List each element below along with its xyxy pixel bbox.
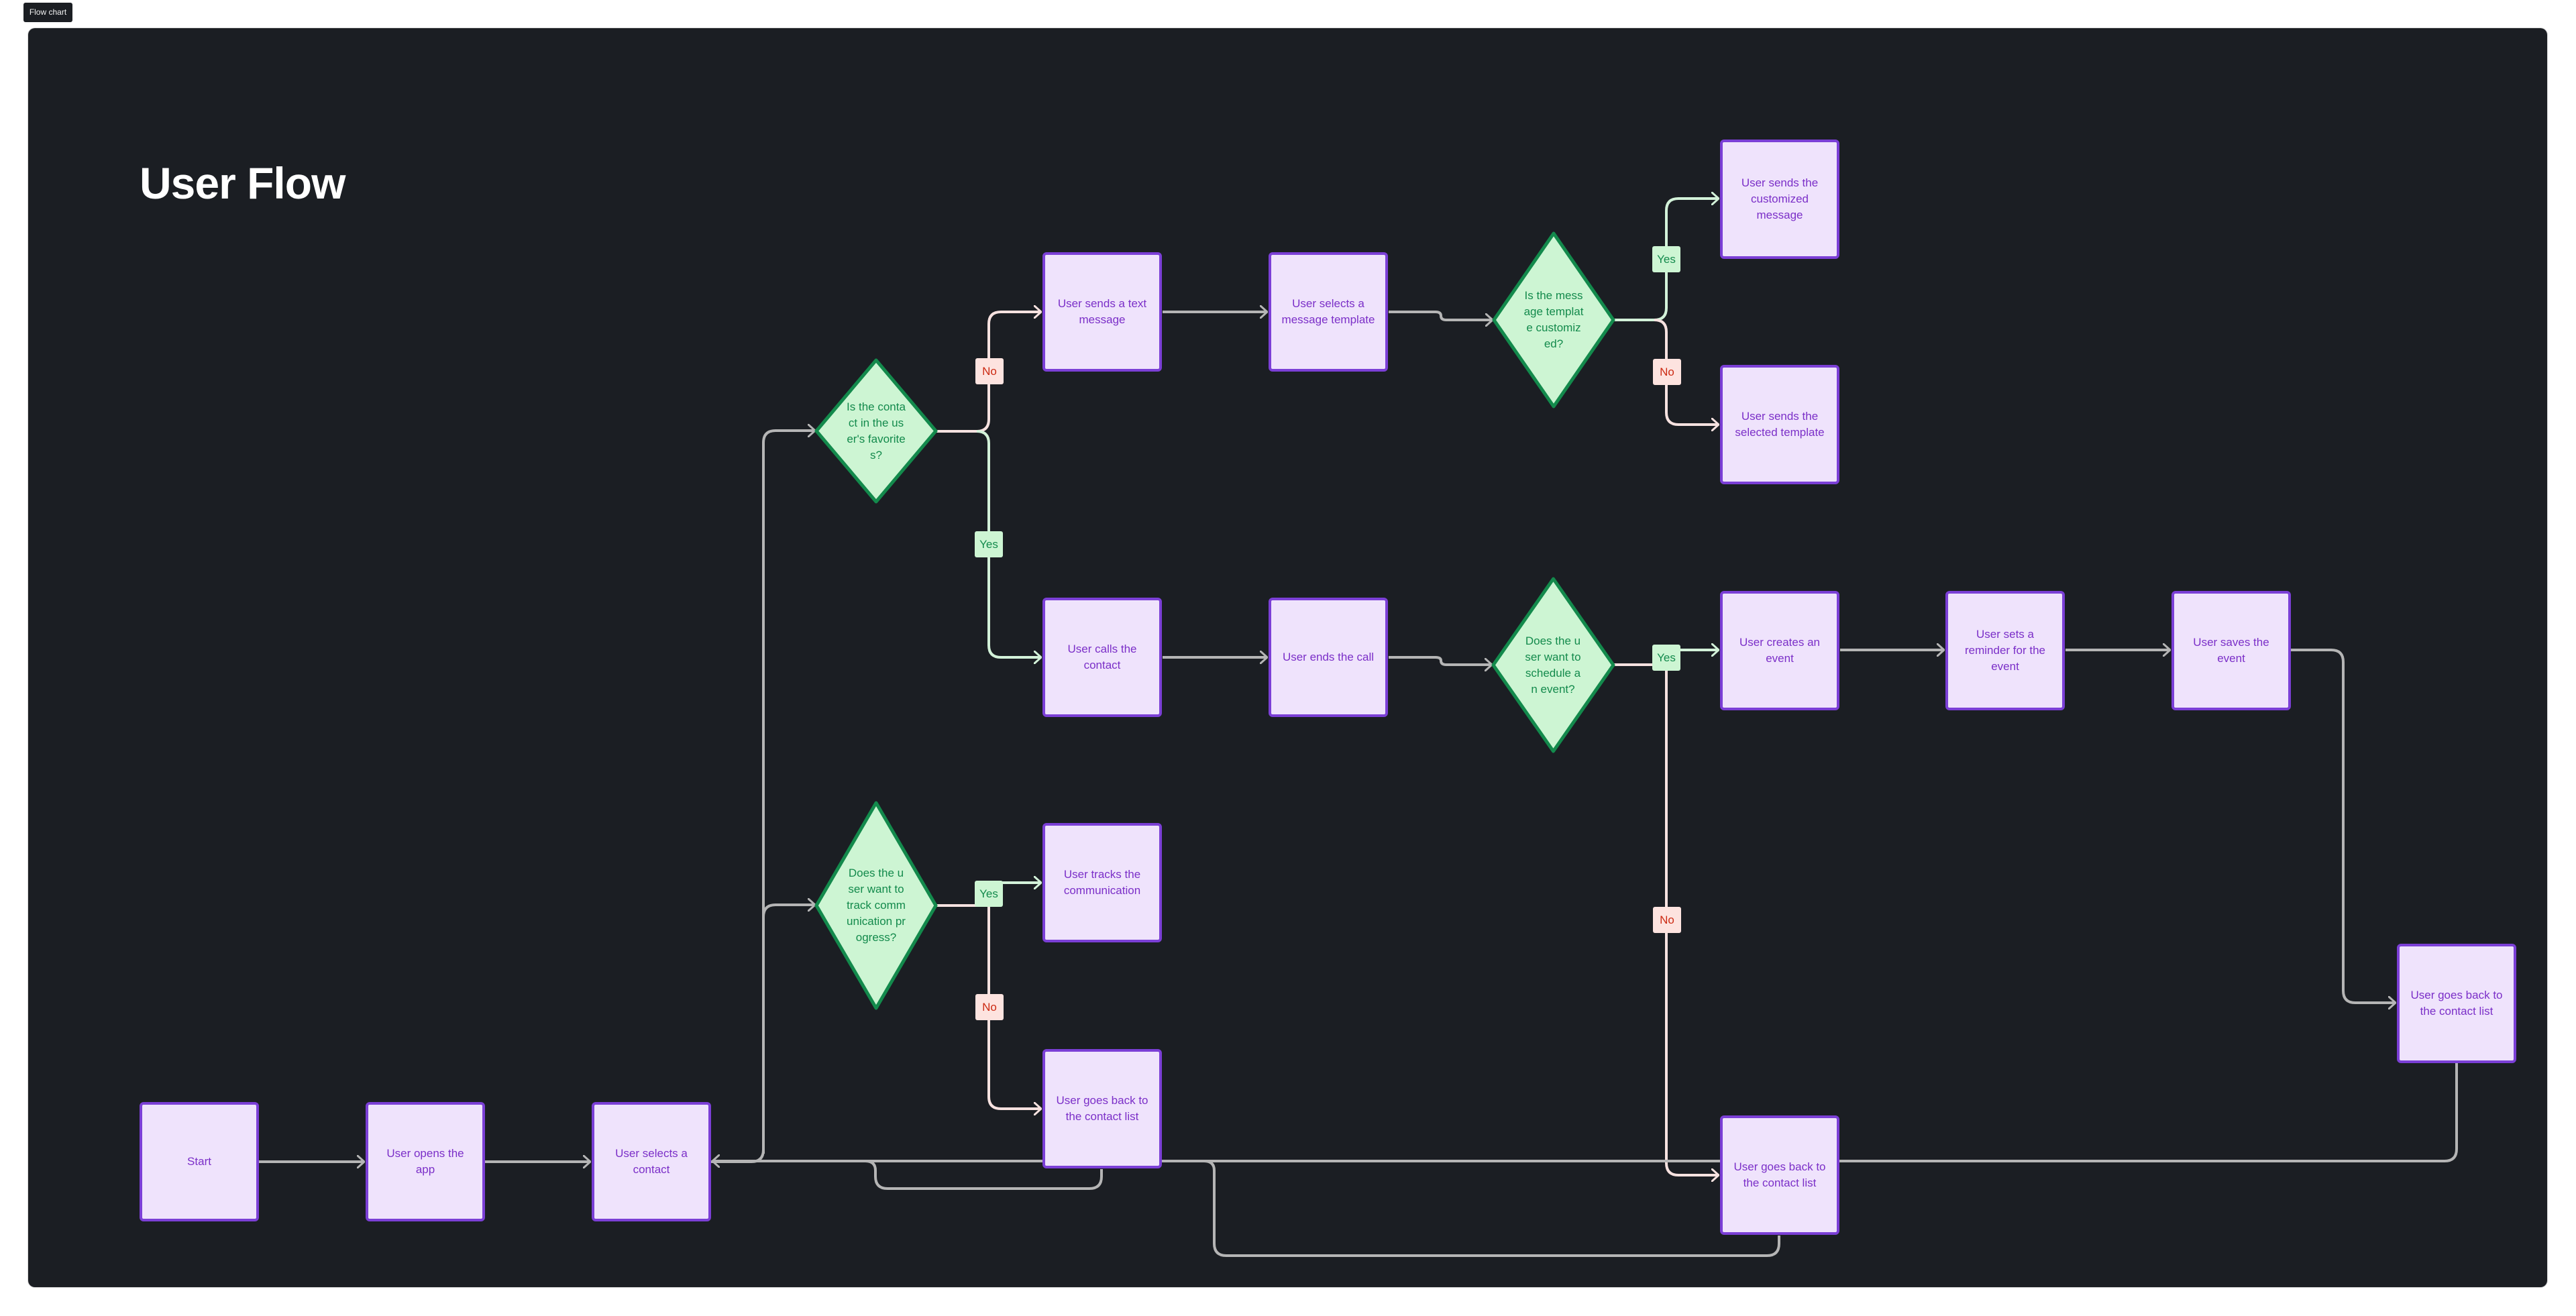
node-save-event[interactable]: User saves the event xyxy=(2171,591,2291,710)
label-template-no: No xyxy=(1653,359,1681,385)
decision-is-favorite[interactable]: Is the contact in the user's favorites? xyxy=(847,400,906,461)
node-select-contact[interactable]: User selects a contact xyxy=(592,1102,711,1221)
connector-end-decision xyxy=(1389,656,1492,665)
connector-favorite-yes xyxy=(976,430,1041,657)
node-start[interactable]: Start xyxy=(140,1102,259,1221)
connector-template-no xyxy=(1654,319,1719,425)
node-back-to-list-no-track[interactable]: User goes back to the contact list xyxy=(1042,1049,1162,1168)
label-template-yes: Yes xyxy=(1652,246,1680,272)
node-track-communication[interactable]: User tracks the communication xyxy=(1042,823,1162,942)
decision-shape-template-customized[interactable] xyxy=(1492,231,1615,408)
connector-template-decision xyxy=(1389,311,1493,320)
board-title: User Flow xyxy=(140,158,345,208)
node-back-to-list-after-save[interactable]: User goes back to the contact list xyxy=(2397,944,2516,1063)
label-fav-no: No xyxy=(975,358,1004,384)
decision-schedule-event[interactable]: Does the user want to schedule an event? xyxy=(1525,634,1581,696)
connector-return-no-track xyxy=(865,1160,1103,1190)
label-schedule-yes: Yes xyxy=(1652,645,1680,671)
connector-select-to-track xyxy=(762,905,815,1154)
decision-track-progress[interactable]: Does the user want to track communicatio… xyxy=(847,867,906,944)
flow-chart-tab[interactable]: Flow chart xyxy=(23,3,72,22)
label-fav-yes: Yes xyxy=(975,531,1003,557)
connector-save-back xyxy=(2291,649,2396,1003)
decision-template-customized[interactable]: Is the message template customized? xyxy=(1523,289,1584,350)
decision-shape-is-favorite[interactable] xyxy=(814,358,938,504)
label-track-no: No xyxy=(975,994,1004,1020)
node-send-customized[interactable]: User sends the customized message xyxy=(1720,140,1839,259)
node-create-event[interactable]: User creates an event xyxy=(1720,591,1839,710)
node-call-contact[interactable]: User calls the contact xyxy=(1042,598,1162,717)
node-set-reminder[interactable]: User sets a reminder for the event xyxy=(1945,591,2065,710)
node-back-to-list-no-event[interactable]: User goes back to the contact list xyxy=(1720,1115,1839,1235)
connector-return-no-event xyxy=(1203,1160,1780,1257)
node-open-app[interactable]: User opens the app xyxy=(366,1102,485,1221)
decision-shape-track-progress[interactable] xyxy=(814,801,938,1010)
decision-shape-schedule-event[interactable] xyxy=(1491,577,1615,753)
connector-schedule-no xyxy=(1665,665,1719,1175)
label-track-yes: Yes xyxy=(975,881,1003,907)
node-end-call[interactable]: User ends the call xyxy=(1269,598,1388,717)
connector-track-no xyxy=(987,906,1041,1109)
node-send-text[interactable]: User sends a text message xyxy=(1042,252,1162,372)
node-select-template[interactable]: User selects a message template xyxy=(1269,252,1388,372)
node-send-selected-template[interactable]: User sends the selected template xyxy=(1720,365,1839,484)
connector-return-main xyxy=(712,1062,2458,1161)
label-schedule-no: No xyxy=(1653,907,1681,933)
